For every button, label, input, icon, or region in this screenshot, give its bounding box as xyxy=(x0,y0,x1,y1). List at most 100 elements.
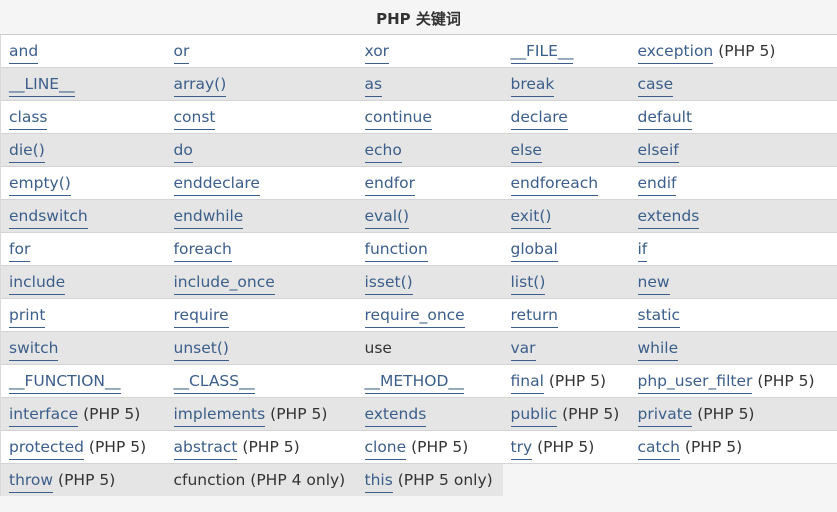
keyword-link[interactable]: __CLASS__ xyxy=(173,372,255,394)
keyword-cell: switch xyxy=(0,331,166,365)
keyword-link[interactable]: eval() xyxy=(364,207,410,229)
keyword-link[interactable]: global xyxy=(510,240,558,262)
keyword-cell: endfor xyxy=(356,166,503,200)
keyword-cell: require_once xyxy=(356,298,503,332)
keyword-link[interactable]: __FILE__ xyxy=(510,42,574,64)
keyword-link[interactable]: function xyxy=(364,240,428,262)
keyword-link[interactable]: clone xyxy=(364,438,407,460)
empty-cell xyxy=(629,463,837,496)
keyword-cell: unset() xyxy=(165,331,357,365)
keyword-cell: break xyxy=(502,67,630,101)
version-note: (PHP 5) xyxy=(270,405,328,423)
keyword-link[interactable]: empty() xyxy=(9,174,71,196)
keyword-link[interactable]: new xyxy=(637,273,670,295)
keyword-cell: foreach xyxy=(165,232,357,266)
keyword-link[interactable]: array() xyxy=(173,75,227,97)
keyword-cell: enddeclare xyxy=(165,166,357,200)
table-caption: PHP 关键词 xyxy=(376,10,461,28)
keyword-cell: xor xyxy=(356,34,503,68)
keyword-link[interactable]: enddeclare xyxy=(173,174,260,196)
keyword-cell: final (PHP 5) xyxy=(502,364,630,398)
keyword-link[interactable]: die() xyxy=(9,141,45,163)
keyword-link[interactable]: interface xyxy=(9,405,79,427)
keyword-cell: include xyxy=(0,265,166,299)
keyword-link[interactable]: public xyxy=(510,405,558,427)
keyword-link[interactable]: protected xyxy=(9,438,84,460)
keyword-link[interactable]: endfor xyxy=(364,174,416,196)
keyword-cell: endwhile xyxy=(165,199,357,233)
keyword-link[interactable]: extends xyxy=(364,405,427,427)
keyword-cell: endswitch xyxy=(0,199,166,233)
keyword-link[interactable]: print xyxy=(9,306,46,328)
keyword-link[interactable]: list() xyxy=(510,273,546,295)
keyword-link[interactable]: private xyxy=(637,405,693,427)
keyword-link[interactable]: extends xyxy=(637,207,700,229)
keyword-link[interactable]: endwhile xyxy=(173,207,244,229)
version-note: (PHP 4 only) xyxy=(250,471,346,489)
version-note: (PHP 5 only) xyxy=(397,471,493,489)
keyword-link[interactable]: require_once xyxy=(364,306,465,328)
keyword-cell: endforeach xyxy=(502,166,630,200)
keyword-link[interactable]: var xyxy=(510,339,536,361)
table-row: include include_once isset() list() new xyxy=(0,265,837,299)
version-note: (PHP 5) xyxy=(537,438,595,456)
keyword-link[interactable]: static xyxy=(637,306,681,328)
table-row: class const continue declare default xyxy=(0,100,837,134)
keyword-link[interactable]: require xyxy=(173,306,229,328)
keyword-link[interactable]: class xyxy=(9,108,48,130)
keyword-cell: eval() xyxy=(356,199,503,233)
keyword-link[interactable]: catch xyxy=(637,438,680,460)
keyword-link[interactable]: include_once xyxy=(173,273,275,295)
keyword-link[interactable]: throw xyxy=(9,471,54,493)
keyword-link[interactable]: endforeach xyxy=(510,174,599,196)
keyword-link[interactable]: do xyxy=(173,141,193,163)
keyword-link[interactable]: const xyxy=(173,108,216,130)
keyword-link[interactable]: return xyxy=(510,306,558,328)
keyword-link[interactable]: final xyxy=(510,372,544,394)
keyword-link[interactable]: else xyxy=(510,141,542,163)
keyword-link[interactable]: echo xyxy=(364,141,402,163)
version-note: (PHP 5) xyxy=(242,438,300,456)
keyword-link[interactable]: include xyxy=(9,273,66,295)
keyword-link[interactable]: this xyxy=(364,471,393,493)
keyword-link[interactable]: for xyxy=(9,240,31,262)
keyword-link[interactable]: declare xyxy=(510,108,568,130)
keyword-cell: array() xyxy=(165,67,357,101)
table-row: for foreach function global if xyxy=(0,232,837,266)
keyword-link[interactable]: foreach xyxy=(173,240,232,262)
keyword-link[interactable]: continue xyxy=(364,108,432,130)
keyword-cell: as xyxy=(356,67,503,101)
keyword-link[interactable]: endswitch xyxy=(9,207,88,229)
table-row: interface (PHP 5)implements (PHP 5)exten… xyxy=(0,397,837,431)
keyword-cell: continue xyxy=(356,100,503,134)
keyword-cell: php_user_filter (PHP 5) xyxy=(629,364,837,398)
keyword-link[interactable]: try xyxy=(510,438,533,460)
keyword-link[interactable]: switch xyxy=(9,339,59,361)
keyword-link[interactable]: exit() xyxy=(510,207,552,229)
keyword-cell: __METHOD__ xyxy=(356,364,503,398)
table-row: print require require_once return static xyxy=(0,298,837,332)
keyword-link[interactable]: unset() xyxy=(173,339,229,361)
keyword-link[interactable]: __METHOD__ xyxy=(364,372,464,394)
keyword-cell: print xyxy=(0,298,166,332)
keyword-link[interactable]: case xyxy=(637,75,674,97)
keyword-link[interactable]: endif xyxy=(637,174,677,196)
keyword-link[interactable]: __FUNCTION__ xyxy=(9,372,121,394)
keyword-link[interactable]: elseif xyxy=(637,141,679,163)
keyword-link[interactable]: isset() xyxy=(364,273,413,295)
version-note: (PHP 5) xyxy=(411,438,469,456)
keyword-link[interactable]: abstract xyxy=(173,438,238,460)
keyword-link[interactable]: as xyxy=(364,75,383,97)
keyword-link[interactable]: or xyxy=(173,42,190,64)
keyword-link[interactable]: exception xyxy=(637,42,714,64)
keyword-link[interactable]: default xyxy=(637,108,693,130)
keyword-link[interactable]: if xyxy=(637,240,648,262)
keyword-link[interactable]: php_user_filter xyxy=(637,372,753,394)
keyword-link[interactable]: and xyxy=(9,42,39,64)
keyword-link[interactable]: break xyxy=(510,75,555,97)
keyword-link[interactable]: __LINE__ xyxy=(9,75,75,97)
keyword-link[interactable]: implements xyxy=(173,405,266,427)
keyword-link[interactable]: xor xyxy=(364,42,390,64)
keyword-link[interactable]: while xyxy=(637,339,679,361)
keyword-cell: echo xyxy=(356,133,503,167)
